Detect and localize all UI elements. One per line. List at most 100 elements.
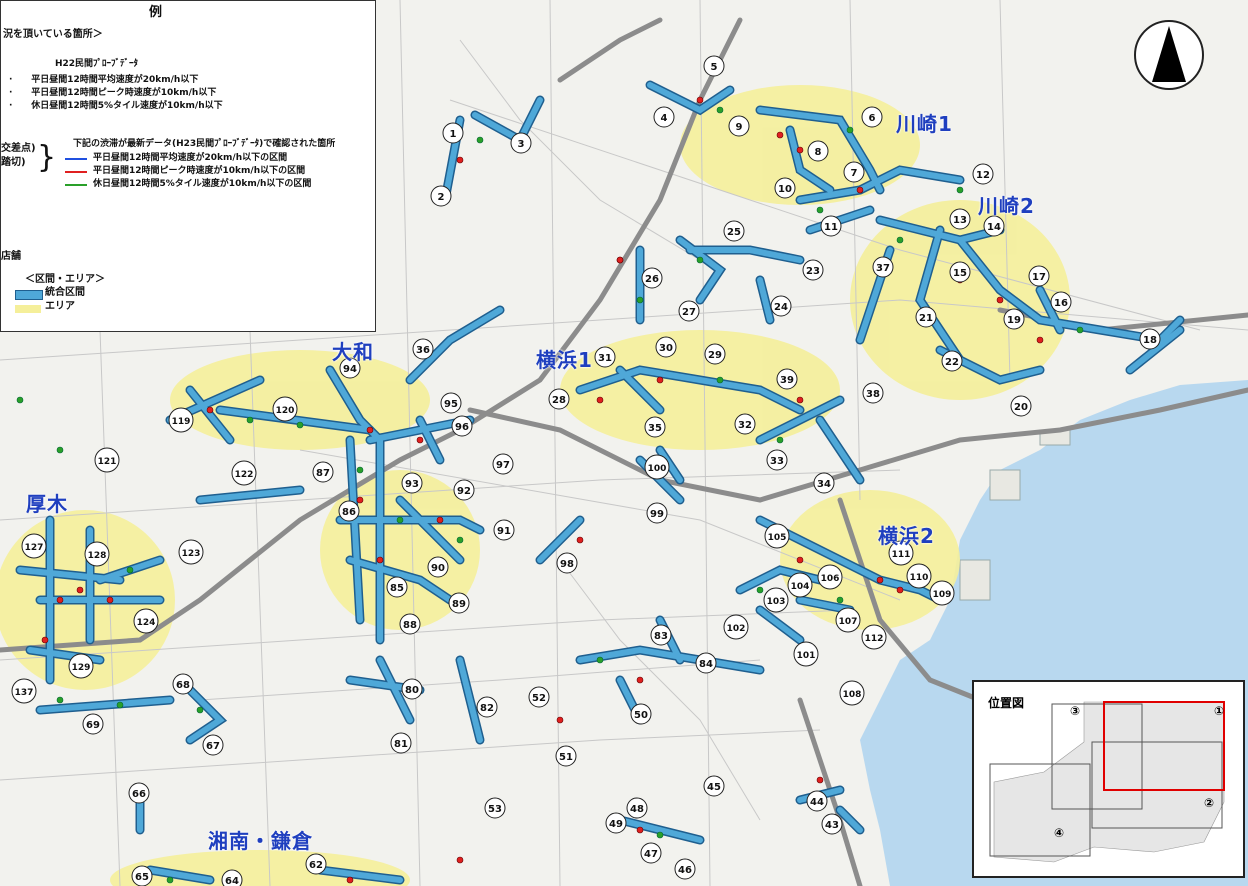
section-marker-92: 92 (453, 479, 475, 501)
section-marker-123: 123 (178, 539, 204, 565)
section-marker-label: 11 (824, 222, 838, 233)
section-marker-31: 31 (594, 346, 616, 368)
section-number-markers: 1234567891011121314151617181920212223242… (11, 55, 1161, 886)
section-marker-19: 19 (1003, 308, 1025, 330)
inset-title: 位置図 (988, 696, 1025, 710)
section-marker-label: 100 (648, 464, 667, 474)
section-marker-45: 45 (703, 775, 725, 797)
section-marker-label: 87 (316, 468, 330, 479)
section-marker-12: 12 (972, 163, 994, 185)
section-marker-label: 17 (1032, 272, 1046, 283)
section-marker-label: 128 (88, 551, 107, 561)
section-marker-25: 25 (723, 220, 745, 242)
section-marker-label: 38 (866, 389, 880, 400)
section-marker-label: 109 (933, 590, 952, 600)
section-marker-90: 90 (427, 556, 449, 578)
inset-drawing (989, 701, 1225, 863)
section-marker-39: 39 (776, 368, 798, 390)
section-marker-label: 112 (865, 634, 884, 644)
section-marker-88: 88 (399, 613, 421, 635)
section-marker-label: 18 (1143, 335, 1157, 346)
section-marker-label: 80 (405, 685, 419, 696)
section-marker-label: 24 (774, 302, 788, 313)
section-marker-label: 101 (797, 651, 816, 661)
section-marker-95: 95 (440, 392, 462, 414)
section-marker-23: 23 (802, 259, 824, 281)
section-marker-83: 83 (650, 624, 672, 646)
inset-num-3: ③ (1070, 704, 1081, 718)
section-marker-50: 50 (630, 703, 652, 725)
section-marker-label: 89 (452, 599, 466, 610)
section-marker-label: 6 (869, 113, 876, 124)
legend-swatch-integrated (15, 290, 43, 300)
section-marker-111: 111 (888, 540, 914, 566)
section-marker-label: 129 (72, 663, 91, 673)
location-inset-map: 位置図 ① ② ③ ④ (972, 680, 1245, 878)
section-marker-21: 21 (915, 306, 937, 328)
section-marker-7: 7 (843, 161, 865, 183)
section-marker-96: 96 (451, 415, 473, 437)
section-marker-label: 106 (821, 574, 840, 584)
section-marker-47: 47 (640, 842, 662, 864)
section-marker-label: 26 (645, 274, 659, 285)
section-marker-label: 65 (135, 872, 149, 883)
area-label-yokohama2: 横浜2 (878, 524, 935, 548)
legend-title: 例 (149, 5, 163, 20)
section-marker-label: 94 (343, 364, 357, 375)
section-marker-label: 111 (892, 550, 911, 560)
section-marker-label: 21 (919, 313, 933, 324)
section-marker-62: 62 (305, 853, 327, 875)
section-marker-124: 124 (133, 608, 159, 634)
section-marker-label: 44 (810, 797, 824, 808)
section-marker-69: 69 (82, 713, 104, 735)
section-marker-label: 52 (532, 693, 546, 704)
section-marker-label: 62 (309, 860, 323, 871)
section-marker-110: 110 (906, 563, 932, 589)
section-marker-label: 97 (496, 460, 510, 471)
section-marker-37: 37 (872, 256, 894, 278)
section-marker-label: 33 (770, 456, 784, 467)
legend-line-green (65, 184, 87, 186)
inset-num-1: ① (1214, 704, 1225, 718)
section-marker-label: 93 (405, 479, 419, 490)
section-marker-label: 32 (738, 420, 752, 431)
section-marker-52: 52 (528, 686, 550, 708)
section-marker-29: 29 (704, 343, 726, 365)
inset-num-4: ④ (1054, 826, 1065, 840)
section-marker-label: 104 (791, 582, 810, 592)
section-marker-label: 84 (699, 659, 713, 670)
section-marker-24: 24 (770, 295, 792, 317)
section-marker-102: 102 (723, 614, 749, 640)
section-marker-label: 107 (839, 617, 858, 627)
section-marker-label: 124 (137, 618, 156, 628)
section-marker-label: 82 (480, 703, 494, 714)
integrated-sections (15, 80, 1185, 885)
section-marker-label: 27 (682, 307, 696, 318)
legend-left-label-1: 交差点) (1, 143, 36, 154)
section-marker-22: 22 (941, 350, 963, 372)
section-marker-label: 8 (815, 147, 822, 158)
section-marker-97: 97 (492, 453, 514, 475)
section-marker-30: 30 (655, 336, 677, 358)
section-marker-label: 86 (342, 507, 356, 518)
section-marker-label: 49 (609, 819, 623, 830)
section-marker-label: 66 (132, 789, 146, 800)
section-marker-129: 129 (68, 653, 94, 679)
section-marker-label: 31 (598, 353, 612, 364)
section-marker-label: 50 (634, 710, 648, 721)
section-marker-label: 48 (630, 804, 644, 815)
section-marker-label: 92 (457, 486, 471, 497)
section-marker-34: 34 (813, 472, 835, 494)
section-marker-53: 53 (484, 797, 506, 819)
section-marker-46: 46 (674, 858, 696, 880)
section-marker-32: 32 (734, 413, 756, 435)
section-marker-38: 38 (862, 382, 884, 404)
section-marker-label: 110 (910, 573, 929, 583)
section-marker-label: 10 (778, 184, 792, 195)
section-marker-label: 43 (825, 820, 839, 831)
legend-line-blue (65, 158, 87, 160)
legend-line-criterion-2: 平日昼間12時間ピーク時速度が10km/h以下の区間 (93, 166, 306, 176)
section-marker-label: 137 (15, 688, 34, 698)
area-yokohama1 (560, 330, 840, 450)
section-marker-107: 107 (835, 607, 861, 633)
